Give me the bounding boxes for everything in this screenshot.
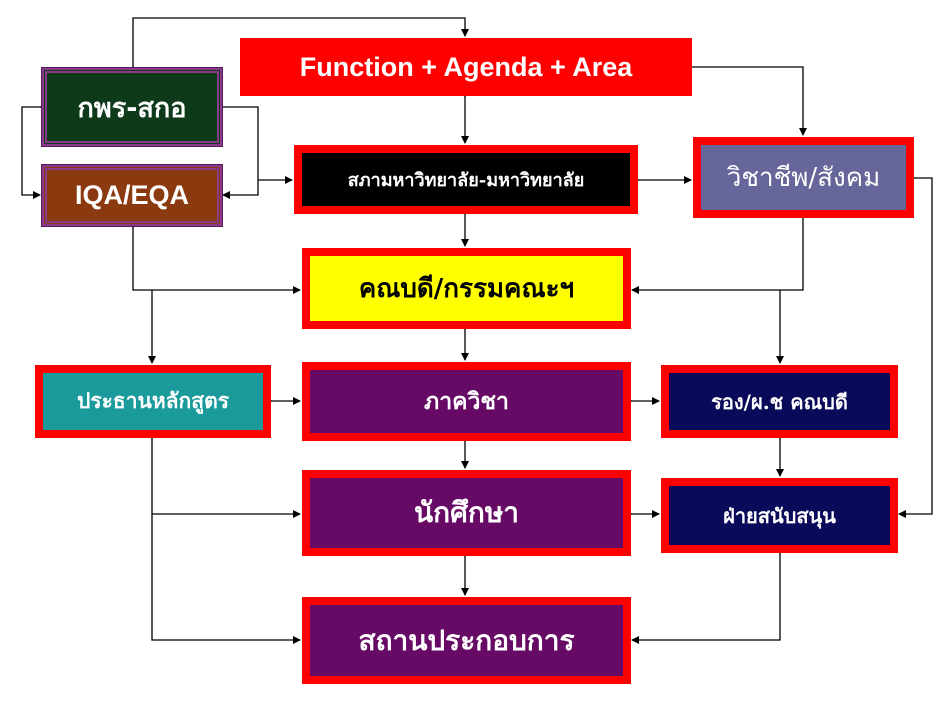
connector-opdc-iqa-right: [216, 103, 259, 199]
connector-support-workplace: [631, 547, 784, 644]
connector-iqa-dean: [129, 221, 301, 294]
node-program-chair: ประธานหลักสูตร: [35, 365, 271, 438]
connector-profession-dean: [631, 212, 807, 294]
node-iqa-eqa: IQA/EQA: [41, 164, 223, 227]
connector-opdc-iqa-left: [21, 103, 47, 199]
connector-top: [129, 17, 469, 73]
node-department: ภาควิชา: [302, 362, 631, 441]
node-function: Function + Agenda + Area: [240, 38, 692, 96]
connector-profession-support: [898, 174, 933, 518]
node-dean: คณบดี/กรรมคณะฯ: [302, 248, 631, 329]
node-students: นักศึกษา: [302, 470, 631, 556]
node-vice-dean: รอง/ผ.ช คณบดี: [661, 365, 898, 438]
node-support: ฝ่ายสนับสนุน: [661, 478, 898, 553]
node-council: สภามหาวิทยาลัย-มหาวิทยาลัย: [294, 145, 638, 214]
node-opdc-ohec: กพร-สกอ: [41, 67, 223, 147]
node-workplace: สถานประกอบการ: [302, 597, 631, 684]
connector-chair-workplace: [148, 432, 301, 644]
node-profession: วิชาชีพ/สังคม: [693, 137, 914, 218]
connector-function-profession: [685, 63, 807, 136]
